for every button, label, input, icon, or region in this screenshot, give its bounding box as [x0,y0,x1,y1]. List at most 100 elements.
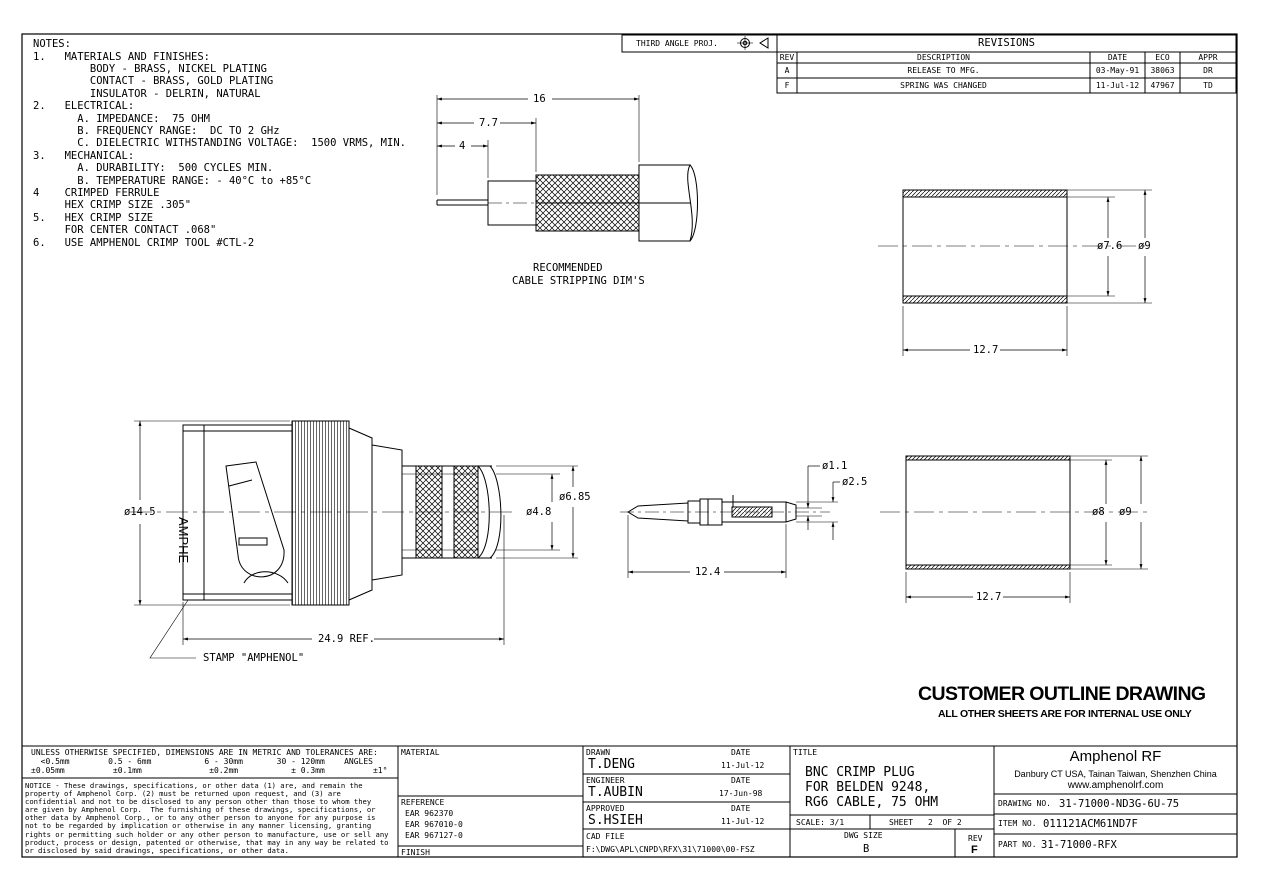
note-line: 4 CRIMPED FERRULE [33,186,160,199]
notice-line: or disclosed by said drawings, specifica… [25,845,289,855]
rev-col-header: REV [779,53,795,62]
note-line: C. DIELECTRIC WITHSTANDING VOLTAGE: 1500… [33,137,406,150]
dwg-size-value: B [863,843,870,855]
drawn-name: T.DENG [588,757,635,772]
dim-strip-4: 4 [459,140,466,152]
note-line: CONTACT - BRASS, GOLD PLATING [33,75,274,88]
tolerance-heading: UNLESS OTHERWISE SPECIFIED, DIMENSIONS A… [31,748,378,757]
note-line: 1. MATERIALS AND FINISHES: [33,50,211,63]
ferrule-view-2 [880,455,1150,603]
reference-3: EAR 967127-0 [405,831,463,840]
dim-ferrule2-length: 12.7 [976,591,1002,603]
revision-rev: A [784,66,790,75]
strip-caption-line2: CABLE STRIPPING DIM'S [512,275,645,287]
bnc-plug-view [130,420,578,659]
company-locations: Danbury CT USA, Tainan Taiwan, Shenzhen … [1014,769,1217,779]
rev-label: REV [968,834,983,843]
dim-pin-dia-2-5: ø2.5 [842,476,868,488]
title-line-1: BNC CRIMP PLUG [805,765,915,780]
approved-name: S.HSIEH [588,813,643,828]
drawn-date-label: DATE [731,748,751,757]
engineer-date-label: DATE [731,776,751,785]
description-col-header: DESCRIPTION [917,53,970,62]
note-line: B. TEMPERATURE RANGE: - 40°C to +85°C [33,174,312,187]
note-line: FOR CENTER CONTACT .068" [33,224,217,237]
dim-plug-diameter: ø14.5 [124,506,156,518]
dim-ferrule2-inner-dia: ø8 [1092,506,1105,518]
drawn-label: DRAWN [586,748,611,757]
reference-1: EAR 962370 [405,809,454,818]
cable-stripping-view [436,95,698,242]
cad-file-path: F:\DWG\APL\CNPD\RFX\31\71000\00-FSZ [586,845,755,854]
note-line: HEX CRIMP SIZE .305" [33,199,192,212]
drawing-no-value: 31-71000-ND3G-6U-75 [1059,798,1180,810]
note-line: 5. HEX CRIMP SIZE [33,211,154,224]
customer-outline-title: CUSTOMER OUTLINE DRAWING [918,683,1206,705]
note-line: 3. MECHANICAL: [33,149,135,162]
title-line-3: RG6 CABLE, 75 OHM [805,795,939,810]
finish-label: FINISH [401,848,430,857]
note-line: A. IMPEDANCE: 75 OHM [33,112,211,125]
engineer-name: T.AUBIN [588,785,643,800]
title-line-2: FOR BELDEN 9248, [805,780,931,795]
drawn-date: 11-Jul-12 [721,761,765,770]
note-line: A. DURABILITY: 500 CYCLES MIN. [33,162,274,175]
customer-outline-subtitle: ALL OTHER SHEETS ARE FOR INTERNAL USE ON… [938,708,1192,720]
revision-eco: 38063 [1150,66,1175,75]
strip-caption-line1: RECOMMENDED [533,262,603,274]
notice-text: NOTICE - These drawings, specifications,… [25,781,389,855]
note-line: INSULATOR - DELRIN, NATURAL [33,87,261,100]
sheet-label: SHEET [889,818,914,827]
dim-plug-ferrule-outer: ø6.85 [559,491,591,503]
drawing-no-label: DRAWING NO. [998,799,1051,808]
notice-line: product, process or design, patented or … [25,837,389,847]
company-website: www.amphenolrf.com [1067,780,1164,791]
revision-date: 11-Jul-12 [1095,81,1140,90]
reference-2: EAR 967010-0 [405,820,463,829]
notes-list: 1. MATERIALS AND FINISHES: BODY - BRASS,… [33,51,406,250]
dwg-size-label: DWG SIZE [844,831,883,840]
part-no-value: 31-71000-RFX [1041,839,1117,851]
stamp-note: STAMP "AMPHENOL" [203,652,305,664]
ferrule-view-1 [878,189,1152,356]
appr-col-header: APPR [1198,53,1218,62]
approved-label: APPROVED [586,804,625,813]
cad-file-label: CAD FILE [586,832,625,841]
date-col-header: DATE [1107,53,1128,62]
approved-date-label: DATE [731,804,751,813]
stamp-word: AMPHE [176,517,191,564]
engineer-label: ENGINEER [586,776,625,785]
dim-ferrule1-outer-dia: ø9 [1138,240,1151,252]
scale-label: SCALE: 3/1 [796,818,845,827]
material-label: MATERIAL [401,748,440,757]
reference-label: REFERENCE [401,798,445,807]
notice-line: not to be regarded by implication or oth… [25,821,372,831]
title-label: TITLE [793,748,818,757]
dim-ferrule1-inner-dia: ø7.6 [1097,240,1123,252]
dim-strip-16: 16 [533,93,546,105]
revision-description: RELEASE TO MFG. [907,66,980,75]
approved-date: 11-Jul-12 [721,817,765,826]
notice-line: property of Amphenol Corp. (2) must be r… [25,789,341,799]
revision-appr: DR [1203,66,1213,75]
revision-appr: TD [1203,81,1213,90]
projection-label: THIRD ANGLE PROJ. [636,39,718,48]
revision-eco: 47967 [1150,81,1175,90]
part-no-label: PART NO. [998,840,1037,849]
engineer-date: 17-Jun-98 [719,789,763,798]
eco-col-header: ECO [1155,53,1170,62]
company-name: Amphenol RF [1069,748,1162,765]
notice-line: are given by Amphenol Corp. The furnishi… [25,805,376,815]
notice-line: rights or permitting such holder or any … [25,829,389,839]
notice-line: confidential and not to be disclosed to … [25,797,372,807]
notice-line: other data by Amphenol Corp., or to any … [25,813,376,823]
dim-pin-dia-1-1: ø1.1 [822,460,848,472]
dim-pin-length: 12.4 [695,566,721,578]
note-line: 2. ELECTRICAL: [33,100,135,113]
item-no-value: 011121ACM61ND7F [1043,818,1138,830]
item-no-label: ITEM NO. [998,819,1037,828]
revision-rev: F [784,81,790,90]
revision-description: SPRING WAS CHANGED [900,81,987,90]
note-line: BODY - BRASS, NICKEL PLATING [33,62,267,75]
sheet-value: 2 OF 2 [928,818,962,827]
